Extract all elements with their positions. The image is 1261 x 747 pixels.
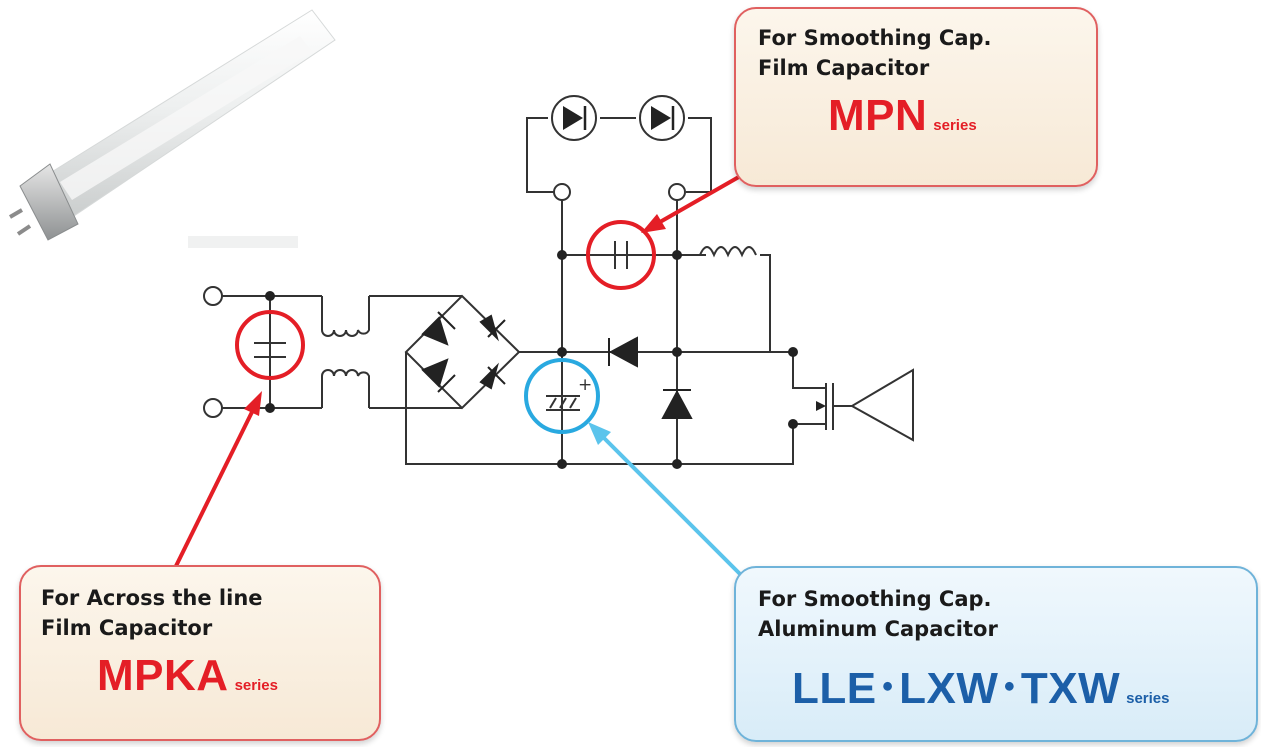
across-line-capacitor <box>254 342 286 358</box>
mosfet-arrow <box>816 401 826 411</box>
aluminum-series-suffix: series <box>1126 690 1170 707</box>
across-line-highlight-circle <box>235 310 305 380</box>
mpka-callout: For Across the line Film Capacitor MPKA s… <box>19 565 381 741</box>
film-capacitor-highlight-circle <box>586 220 656 290</box>
aluminum-electrolytic-capacitor <box>546 395 580 411</box>
vertical-diode <box>661 389 693 419</box>
aluminum-series-label: LLE･LXW･TXW series <box>792 652 1256 716</box>
output-inductor <box>699 244 760 262</box>
aluminum-capacitor-highlight-circle <box>524 358 600 434</box>
circuit-terminals <box>203 183 686 418</box>
mpka-series-label: MPKA series <box>97 651 379 701</box>
mpka-callout-line2: Film Capacitor <box>41 616 213 640</box>
aluminum-callout: For Smoothing Cap. Aluminum Capacitor LL… <box>734 566 1258 742</box>
smoothing-film-capacitor <box>614 241 628 269</box>
capacitor-polarity-label: + <box>578 375 592 395</box>
common-mode-choke <box>321 322 370 380</box>
mpka-series-name: MPKA <box>97 651 229 700</box>
mpka-pointer-arrow <box>174 391 262 567</box>
mpn-callout-line1: For Smoothing Cap. <box>758 26 992 50</box>
mpn-series-name: MPN <box>828 91 928 140</box>
mpn-series-suffix: series <box>933 117 977 134</box>
mpn-pointer-arrow <box>641 172 745 233</box>
aluminum-callout-line2: Aluminum Capacitor <box>758 617 998 641</box>
led-string <box>551 95 685 141</box>
mpka-callout-line1: For Across the line <box>41 586 263 610</box>
mpka-series-suffix: series <box>234 677 278 694</box>
bridge-rectifier <box>421 311 506 393</box>
mpn-callout: For Smoothing Cap. Film Capacitor MPN ser… <box>734 7 1098 187</box>
aluminum-series-name: LLE･LXW･TXW <box>792 664 1121 713</box>
aluminum-callout-line1: For Smoothing Cap. <box>758 587 992 611</box>
aluminum-pointer-arrow <box>588 422 746 580</box>
led-tube-image <box>8 9 336 248</box>
mpn-series-label: MPN series <box>828 91 1096 141</box>
mpn-callout-line2: Film Capacitor <box>758 56 930 80</box>
junction-dots <box>265 250 798 469</box>
series-diode <box>608 336 638 368</box>
